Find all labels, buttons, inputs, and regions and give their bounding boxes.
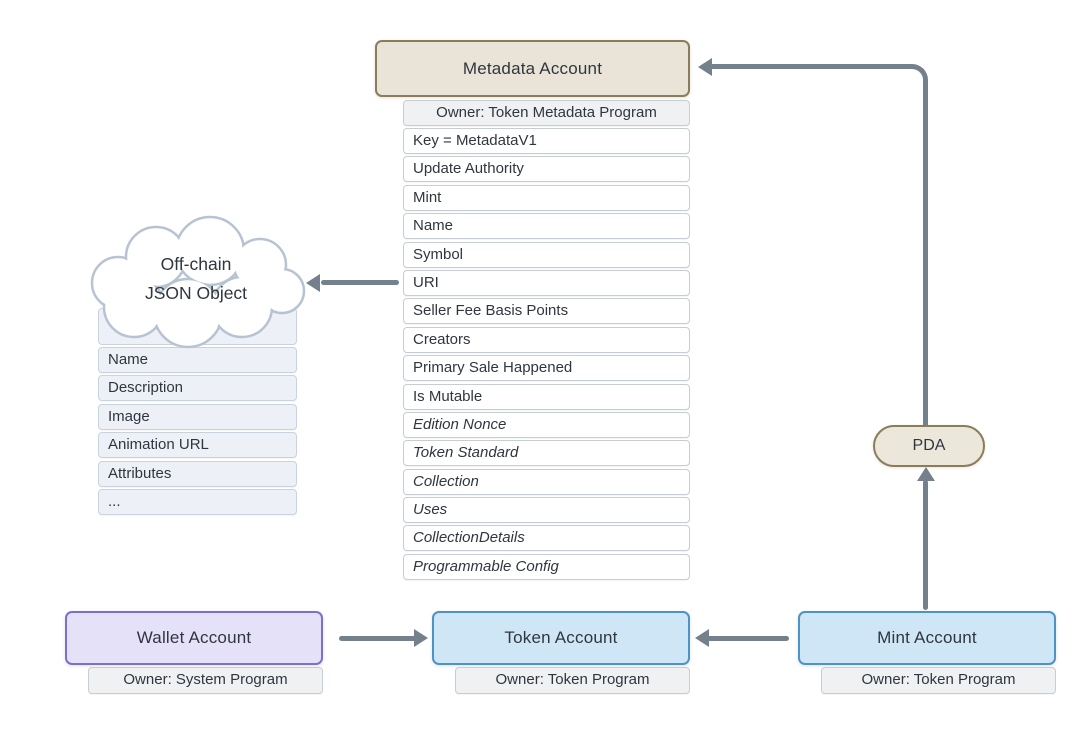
metadata-field-row: Update Authority <box>403 156 690 183</box>
metadata-field-row: Is Mutable <box>403 383 690 410</box>
metadata-account-box: Metadata Account <box>375 40 690 97</box>
offchain-field-list: Name Description Image Animation URL Att… <box>98 347 297 517</box>
offchain-field-row: Description <box>98 375 297 402</box>
mint-owner-row: Owner: Token Program <box>821 667 1056 694</box>
arrow-mint-to-pda-head-icon <box>916 467 935 481</box>
arrow-uri-to-cloud-line <box>321 280 399 285</box>
metadata-account-title: Metadata Account <box>462 58 603 78</box>
metadata-field-row: Token Standard <box>403 440 690 467</box>
metadata-field-row: Symbol <box>403 241 690 268</box>
pda-label: PDA <box>912 437 946 454</box>
cloud-icon <box>90 215 306 349</box>
offchain-field-row: Image <box>98 403 297 430</box>
metadata-field-row: Primary Sale Happened <box>403 355 690 382</box>
metadata-field-row: Name <box>403 213 690 240</box>
wallet-owner-row: Owner: System Program <box>88 667 323 694</box>
metadata-field-list: Key = MetadataV1 Update Authority Mint N… <box>403 128 690 582</box>
arrow-wallet-to-token-head-icon <box>414 629 428 647</box>
metadata-field-row: Key = MetadataV1 <box>403 128 690 154</box>
metadata-field-row: Edition Nonce <box>403 411 690 438</box>
arrow-mint-to-token-head-icon <box>695 629 709 647</box>
metadata-field-row: Seller Fee Basis Points <box>403 298 690 325</box>
offchain-field-row: Attributes <box>98 460 297 487</box>
mint-account-title: Mint Account <box>877 628 977 647</box>
arrow-pda-to-metadata-line <box>712 64 928 425</box>
wallet-account-box: Wallet Account <box>65 611 323 665</box>
metadata-field-row-uri: URI <box>403 269 690 296</box>
pda-box: PDA <box>873 425 985 467</box>
arrow-wallet-to-token-line <box>339 635 417 641</box>
metadata-field-row: Programmable Config <box>403 553 690 580</box>
offchain-field-row: Name <box>98 347 297 373</box>
offchain-title-line1: Off-chain <box>160 254 232 274</box>
wallet-account-title: Wallet Account <box>136 628 252 647</box>
metadata-field-row: CollectionDetails <box>403 525 690 552</box>
offchain-field-row: ... <box>98 488 297 515</box>
mint-account-box: Mint Account <box>798 611 1056 665</box>
token-owner-row: Owner: Token Program <box>455 667 690 694</box>
arrow-mint-to-token-line <box>707 635 789 641</box>
arrow-uri-to-cloud-head-icon <box>306 273 320 292</box>
metadata-owner-row: Owner: Token Metadata Program <box>403 100 690 126</box>
offchain-title-line2: JSON Object <box>144 283 248 303</box>
offchain-cloud <box>82 213 310 353</box>
metadata-field-row: Mint <box>403 184 690 211</box>
offchain-field-row: Animation URL <box>98 432 297 459</box>
token-account-box: Token Account <box>432 611 690 665</box>
token-account-title: Token Account <box>504 628 618 647</box>
metadata-field-row: Creators <box>403 326 690 353</box>
arrow-mint-to-pda-line <box>923 480 928 610</box>
arrow-pda-to-metadata-head-icon <box>698 57 712 76</box>
offchain-cloud-title: Off-chain JSON Object <box>82 250 310 308</box>
metadata-field-row: Collection <box>403 468 690 495</box>
metadata-field-row: Uses <box>403 497 690 524</box>
